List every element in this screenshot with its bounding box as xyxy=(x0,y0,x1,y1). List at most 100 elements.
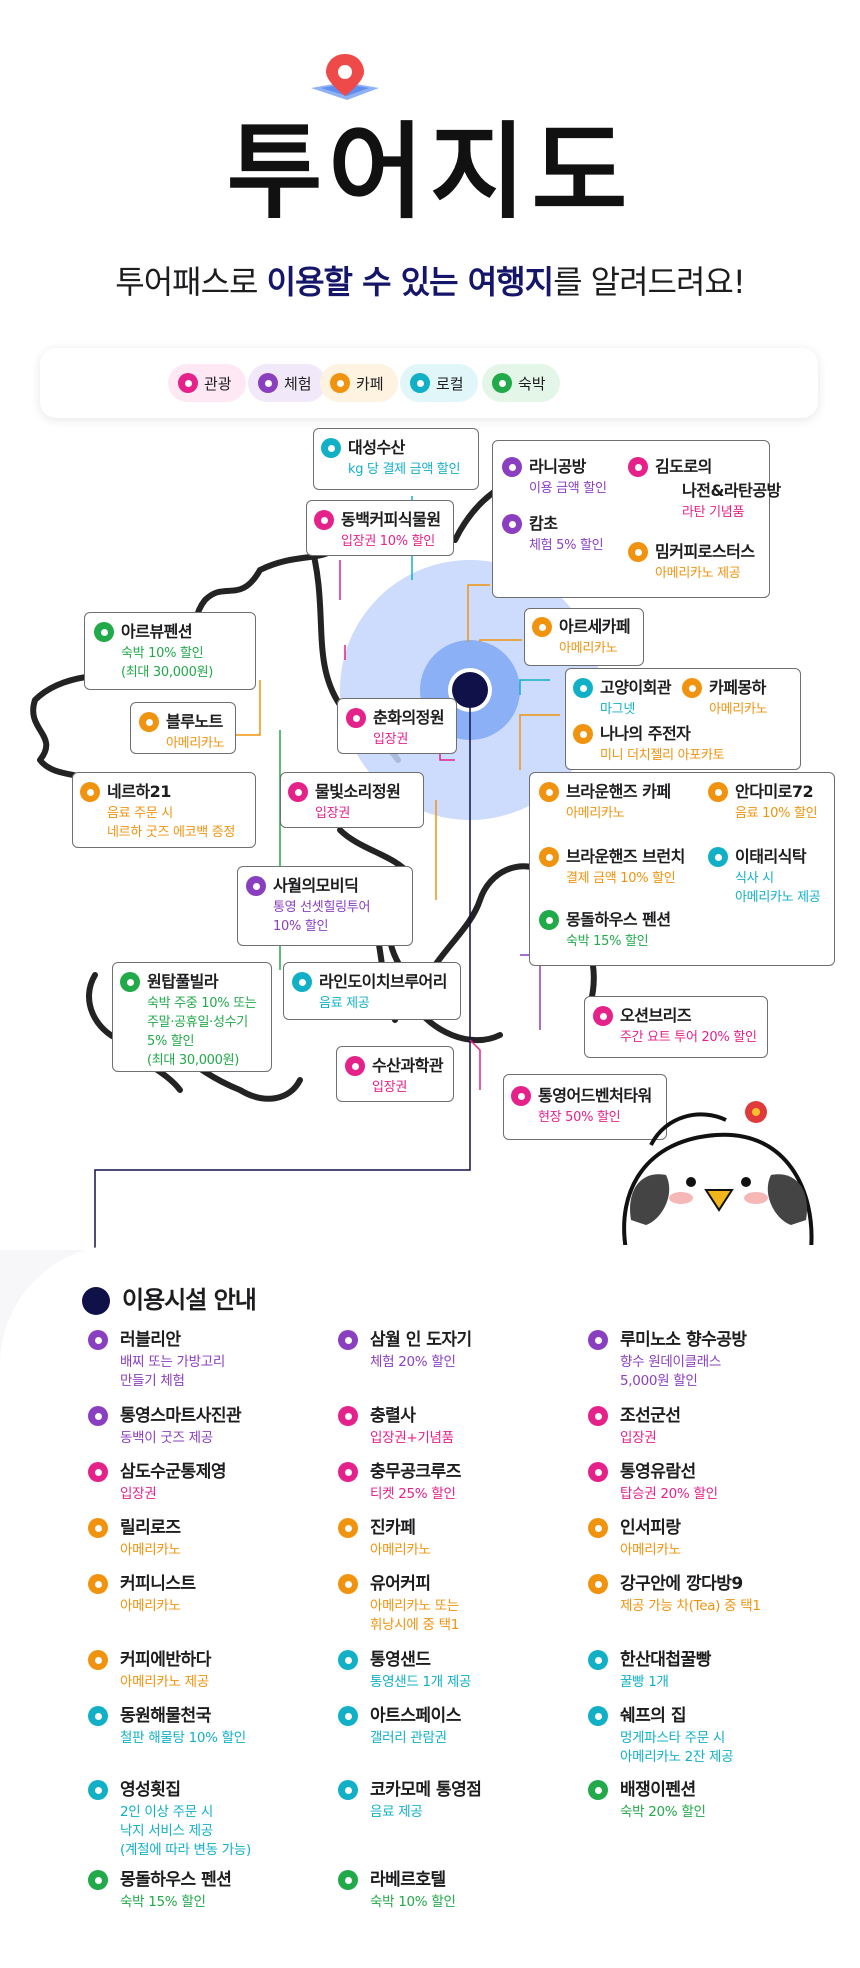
place-name: 카페몽하 xyxy=(709,678,766,697)
seagull-mascot-illustration xyxy=(622,1101,814,1250)
location-pin-icon xyxy=(178,373,198,393)
place-benefit: (최대 30,000원) xyxy=(121,665,214,680)
place-name: 이태리식탁 xyxy=(735,847,807,866)
place-name: 몽돌하우스 펜션 xyxy=(566,910,671,929)
place-name: 오션브리즈 xyxy=(620,1006,692,1025)
place-benefit: 결제 금액 10% 할인 xyxy=(566,871,676,886)
place-name: 사월의모비딕 xyxy=(273,876,359,895)
location-pin-icon xyxy=(588,1574,608,1594)
map-callout-box xyxy=(237,866,413,946)
facility-benefit: 향수 원데이클래스 5,000원 할인 xyxy=(620,1354,721,1389)
place-benefit: 주말·공휴일·성수기 xyxy=(147,1015,248,1030)
place-name: 네르하21 xyxy=(107,782,171,801)
location-pin-icon xyxy=(338,1780,358,1800)
facility-name: 통영샌드 xyxy=(370,1650,431,1670)
location-pin-icon xyxy=(292,972,312,992)
place-benefit: 아메리카노 xyxy=(166,736,225,751)
legend-item-label: 숙박 xyxy=(518,374,546,393)
place-name: 아르뷰펜션 xyxy=(121,622,193,641)
facilities-title: 이용시설 안내 xyxy=(122,1286,257,1314)
place-benefit: 미니 더치젤리 아포카토 xyxy=(600,748,725,763)
location-pin-icon xyxy=(502,514,522,534)
place-benefit: (최대 30,000원) xyxy=(147,1053,240,1068)
location-pin-icon xyxy=(258,373,278,393)
place-benefit: 입장권 10% 할인 xyxy=(341,534,435,549)
place-name: 안다미로72 xyxy=(735,782,814,801)
facility-name: 커피에반하다 xyxy=(120,1650,211,1670)
facility-benefit: 음료 제공 xyxy=(370,1804,423,1820)
place-benefit: 라탄 기념품 xyxy=(682,505,745,520)
place-benefit: 숙박 15% 할인 xyxy=(566,934,649,949)
location-pin-icon xyxy=(588,1330,608,1350)
facility-benefit: 숙박 10% 할인 xyxy=(370,1894,456,1910)
location-pin-icon xyxy=(246,876,266,896)
facility-name: 루미노소 향수공방 xyxy=(620,1330,747,1350)
facility-benefit: 동백이 굿즈 제공 xyxy=(120,1430,213,1446)
place-name: 블루노트 xyxy=(166,712,223,731)
location-pin-icon xyxy=(511,1086,531,1106)
location-pin-icon xyxy=(588,1650,608,1670)
place-benefit: 식사 시 xyxy=(735,871,774,886)
facility-name: 조선군선 xyxy=(620,1406,681,1426)
location-pin-icon xyxy=(338,1870,358,1890)
facility-name: 충렬사 xyxy=(370,1406,416,1426)
location-pin-icon xyxy=(288,782,308,802)
legend-item: 로컬 xyxy=(400,364,478,402)
place-benefit: 10% 할인 xyxy=(273,919,329,934)
facility-name: 유어커피 xyxy=(370,1574,431,1594)
facility-benefit: 아메리카노 또는 휘낭시에 중 택1 xyxy=(370,1598,459,1633)
facility-name: 통영유람선 xyxy=(620,1462,696,1482)
map-callout-box xyxy=(313,428,479,490)
map-pin-icon xyxy=(311,54,379,100)
facility-benefit: 아메리카노 제공 xyxy=(120,1674,209,1690)
location-pin-icon xyxy=(573,678,593,698)
place-name: 원탑풀빌라 xyxy=(147,972,219,991)
location-pin-icon xyxy=(120,972,140,992)
place-benefit: 주간 요트 투어 20% 할인 xyxy=(620,1030,757,1045)
facility-name: 인서피랑 xyxy=(620,1518,681,1538)
facility-name: 강구안에 깡다방9 xyxy=(620,1574,743,1594)
place-benefit: 5% 할인 xyxy=(147,1034,195,1049)
facility-name: 영성횟집 xyxy=(120,1780,181,1800)
location-pin-icon xyxy=(539,847,559,867)
location-pin-icon xyxy=(628,457,648,477)
location-pin-icon xyxy=(492,373,512,393)
place-name: 춘화의정원 xyxy=(373,708,445,727)
location-pin-icon xyxy=(573,724,593,744)
location-pin-icon xyxy=(321,438,341,458)
location-pin-icon xyxy=(588,1780,608,1800)
location-pin-icon xyxy=(338,1518,358,1538)
subtitle-part: 투어패스로 xyxy=(115,263,267,301)
place-benefit: 아메리카노 xyxy=(559,641,618,656)
facility-name: 쉐프의 집 xyxy=(620,1706,686,1726)
facility-name: 삼도수군통제영 xyxy=(120,1462,226,1482)
place-name: 물빛소리정원 xyxy=(315,782,401,801)
place-benefit: 입장권 xyxy=(372,1080,407,1095)
map-callout-box xyxy=(503,1074,667,1140)
facility-name: 러블리안 xyxy=(120,1330,181,1350)
location-pin-icon xyxy=(338,1462,358,1482)
facility-benefit: 입장권 xyxy=(620,1430,657,1446)
location-pin-icon xyxy=(502,457,522,477)
place-name: 동백커피식물원 xyxy=(341,510,441,529)
location-pin-icon xyxy=(88,1518,108,1538)
place-name: 나나의 주전자 xyxy=(600,724,691,743)
location-pin-icon xyxy=(338,1650,358,1670)
location-pin-icon xyxy=(410,373,430,393)
location-pin-icon xyxy=(588,1518,608,1538)
place-benefit: 마그넷 xyxy=(600,702,635,717)
facility-name: 코카모메 통영점 xyxy=(370,1780,482,1800)
facility-benefit: 통영샌드 1개 제공 xyxy=(370,1674,472,1690)
legend-item: 체험 xyxy=(248,364,326,402)
place-benefit: 음료 주문 시 xyxy=(107,806,173,821)
facility-name: 진카페 xyxy=(370,1518,416,1538)
facility-benefit: 아메리카노 xyxy=(370,1542,431,1558)
location-pin-icon xyxy=(532,617,552,637)
legend-item: 카페 xyxy=(320,364,398,402)
facility-benefit: 배찌 또는 가방고리 만들기 체험 xyxy=(120,1354,225,1389)
facility-benefit: 갤러리 관람권 xyxy=(370,1730,447,1746)
facility-benefit: 숙박 20% 할인 xyxy=(620,1804,706,1820)
facility-name: 통영스마트사진관 xyxy=(120,1406,242,1426)
place-benefit: 현장 50% 할인 xyxy=(538,1110,621,1125)
legend-item: 관광 xyxy=(168,364,246,402)
